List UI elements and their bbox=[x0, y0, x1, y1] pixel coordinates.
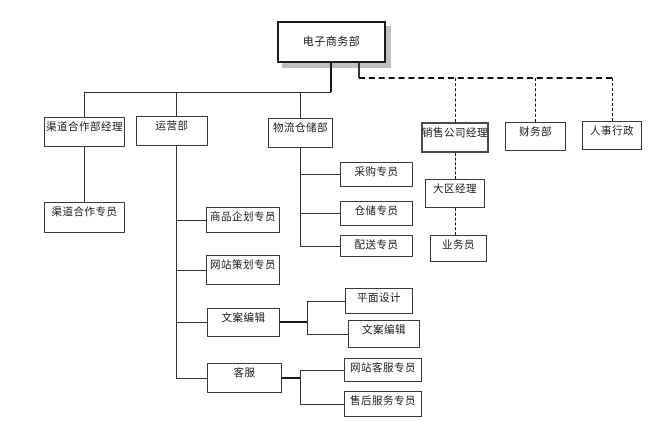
node-label: 大区经理 bbox=[433, 184, 477, 195]
node-graphic-design: 平面设计 bbox=[345, 288, 413, 314]
connector-branch-copywriting bbox=[176, 322, 207, 323]
connector-branch-customer-service bbox=[176, 378, 207, 379]
node-website-planning: 网站策划专员 bbox=[206, 255, 280, 285]
connector-dashed-horizontal bbox=[359, 77, 612, 79]
node-purchasing: 采购专员 bbox=[340, 162, 413, 187]
node-label: 销售公司经理 bbox=[422, 128, 488, 139]
node-label: 网站客服专员 bbox=[350, 363, 416, 374]
node-label: 渠道合作部经理 bbox=[46, 122, 123, 133]
node-copywriting-2: 文案编辑 bbox=[348, 320, 420, 348]
node-label: 客服 bbox=[233, 368, 256, 379]
connector-dashed-drop-hr bbox=[612, 78, 613, 121]
node-label: 财务部 bbox=[519, 127, 552, 138]
node-label: 文案编辑 bbox=[221, 313, 266, 324]
node-label: 运营部 bbox=[155, 121, 189, 132]
connector-channel-spine bbox=[84, 147, 85, 202]
node-label: 售后服务专员 bbox=[350, 396, 416, 407]
node-regional-manager: 大区经理 bbox=[425, 179, 485, 208]
connector-customer-service-out bbox=[282, 377, 300, 379]
node-sales-manager: 销售公司经理 bbox=[421, 122, 489, 153]
connector-drop-logistics bbox=[300, 92, 301, 118]
node-copywriting: 文案编辑 bbox=[207, 308, 280, 337]
connector-customer-service-bracket bbox=[300, 370, 301, 404]
connector-drop-operations bbox=[176, 92, 177, 116]
connector-dashed-sales-to-regional bbox=[455, 153, 456, 179]
node-customer-service: 客服 bbox=[207, 363, 282, 393]
connector-dashed-stub bbox=[358, 63, 360, 78]
connector-branch-warehousing bbox=[300, 213, 340, 214]
node-website-customer-service: 网站客服专员 bbox=[344, 358, 422, 382]
connector-dashed-regional-to-salesperson bbox=[455, 208, 456, 235]
node-label: 网站策划专员 bbox=[210, 260, 276, 271]
connector-drop-channel-manager bbox=[84, 92, 85, 117]
node-product-planning: 商品企划专员 bbox=[206, 207, 280, 233]
node-ecommerce: 电子商务部 bbox=[277, 21, 386, 63]
node-label: 平面设计 bbox=[357, 293, 401, 304]
node-delivery: 配送专员 bbox=[340, 235, 413, 257]
connector-main-horizontal bbox=[84, 92, 331, 93]
connector-branch-website-planning bbox=[176, 270, 206, 271]
node-logistics: 物流仓储部 bbox=[268, 118, 333, 148]
connector-dashed-drop-sales-manager bbox=[455, 78, 456, 122]
connector-copywriting-bracket bbox=[307, 301, 308, 334]
connector-branch-product-planning bbox=[176, 220, 206, 221]
connector-branch-copywriting-2 bbox=[307, 334, 348, 335]
node-label: 仓储专员 bbox=[354, 206, 399, 217]
node-label: 配送专员 bbox=[354, 240, 399, 251]
node-after-sales-service: 售后服务专员 bbox=[344, 391, 422, 417]
node-label: 商品企划专员 bbox=[210, 212, 276, 223]
node-warehousing: 仓储专员 bbox=[340, 201, 413, 226]
connector-branch-graphic-design bbox=[307, 301, 345, 302]
node-channel-manager: 渠道合作部经理 bbox=[44, 117, 125, 147]
node-label: 电子商务部 bbox=[302, 35, 361, 48]
node-label: 文案编辑 bbox=[362, 325, 406, 336]
connector-dashed-drop-finance bbox=[535, 78, 536, 122]
node-label: 人事行政 bbox=[590, 126, 634, 137]
node-label: 渠道合作专员 bbox=[51, 207, 118, 218]
node-hr-admin: 人事行政 bbox=[582, 121, 642, 150]
node-label: 物流仓储部 bbox=[273, 123, 328, 134]
node-label: 业务员 bbox=[442, 240, 475, 251]
connector-branch-delivery bbox=[300, 246, 340, 247]
connector-branch-website-cs bbox=[300, 370, 344, 371]
connector-branch-after-sales bbox=[300, 404, 344, 405]
node-channel-specialist: 渠道合作专员 bbox=[44, 202, 125, 233]
connector-copywriting-out bbox=[280, 321, 307, 323]
node-salesperson: 业务员 bbox=[430, 235, 487, 262]
node-finance: 财务部 bbox=[505, 122, 566, 151]
node-operations: 运营部 bbox=[136, 116, 208, 146]
node-label: 采购专员 bbox=[354, 167, 399, 178]
connector-branch-purchasing bbox=[300, 174, 340, 175]
connector-logistics-spine bbox=[300, 148, 301, 247]
connector-root-trunk bbox=[330, 63, 332, 92]
connector-operations-spine bbox=[176, 146, 177, 379]
